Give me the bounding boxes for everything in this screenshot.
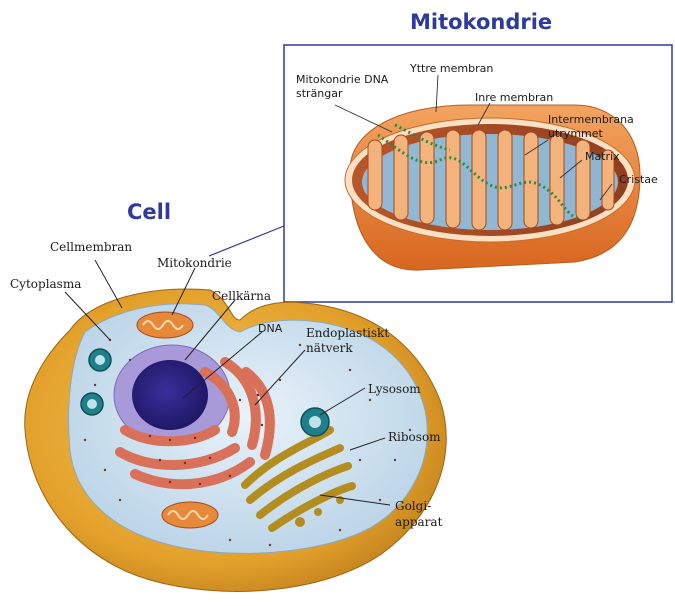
cell-label-er-2: nätverk — [306, 341, 353, 355]
cell-label-dna: DNA — [258, 322, 282, 335]
mito-label-outer: Yttre membran — [410, 62, 493, 75]
cell-label-cellkarna: Cellkärna — [212, 289, 271, 303]
cell-label-golgi-2: apparat — [395, 515, 442, 529]
cell-label-cytoplasma: Cytoplasma — [10, 277, 81, 291]
cell-label-golgi-1: Golgi- — [395, 499, 431, 513]
mito-label-cristae: Cristae — [619, 173, 658, 186]
mito-label-dna: Mitokondrie DNA — [296, 73, 388, 86]
cell-label-cellmembran: Cellmembran — [50, 240, 132, 254]
cell-title: Cell — [127, 200, 171, 224]
mito-label-inter-1: Intermembrana — [548, 113, 634, 126]
mito-label-dna-2: strängar — [296, 87, 343, 100]
cell-mitochondrion-top — [137, 312, 193, 338]
cell-label-er-1: Endoplastiskt — [306, 326, 389, 340]
mito-label-matrix: Matrix — [585, 150, 620, 163]
mito-title: Mitokondrie — [410, 10, 552, 34]
mito-label-inter-2: utrymmet — [548, 127, 603, 140]
mito-label-inner: Inre membran — [475, 91, 553, 104]
inset-connector — [209, 226, 284, 256]
cell-label-lysosom: Lysosom — [368, 382, 421, 396]
cell-label-mitokondrie: Mitokondrie — [157, 256, 232, 270]
cell-mitochondrion-bottom — [162, 502, 218, 528]
cell-label-ribosom: Ribosom — [388, 430, 441, 444]
